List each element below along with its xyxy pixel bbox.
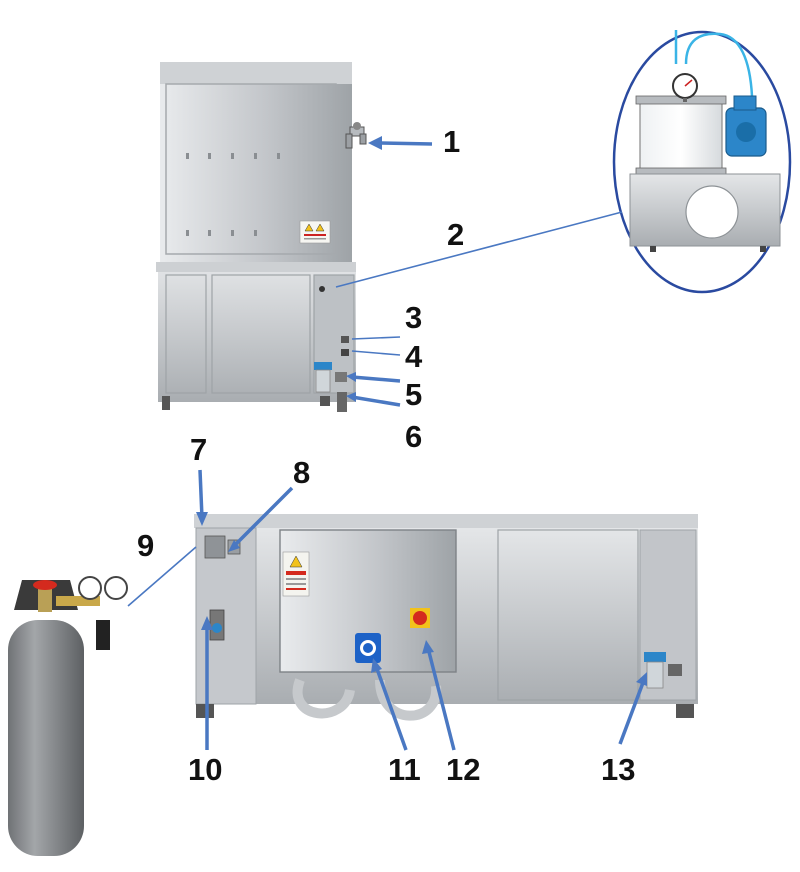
callout-labels: 1 2 3 4 5 6 7 8 9 10 11 12 13 [137,124,635,787]
pressure-gauge-icon [672,73,698,102]
hose-right [375,679,442,721]
gas-cylinder-icon [8,576,128,856]
upper-machine-photo [156,62,367,412]
tap-icon [345,122,367,149]
door-vents [186,153,280,236]
leader-9 [127,546,197,607]
emergency-stop-icon [410,608,430,628]
callout-4: 4 [405,339,423,374]
port-4 [341,349,349,356]
callout-2: 2 [447,217,464,252]
arrow-12 [426,647,456,751]
regulator-gauge-left [78,576,102,600]
right-door-panel [497,529,639,701]
arrow-1 [377,141,433,146]
foot-right [320,396,330,406]
filter-icon [314,362,332,393]
power-socket-icon [355,633,381,663]
cylinder-body [8,620,84,856]
callout-11: 11 [388,752,421,787]
callout-9: 9 [137,528,154,563]
port-5 [335,372,347,382]
arrow-6 [351,395,401,407]
arrow-5 [351,375,401,383]
foot-front-left [196,704,214,718]
hose-left [292,678,355,719]
lower-cabinet-top [156,262,356,272]
callout-7: 7 [190,432,207,467]
filter-icon [644,652,666,689]
port-3 [341,336,349,343]
gas-inlet-valve [204,535,226,559]
upper-cabinet-top [160,62,352,84]
warning-sticker-icon [299,220,331,244]
leader-3 [351,336,401,340]
callout-10: 10 [188,752,222,787]
foot-front-right [676,704,694,718]
callout-13: 13 [601,752,635,787]
electrical-warning-icon [282,551,310,597]
regulator-body [56,596,100,606]
foot-left [162,396,170,410]
port-2 [319,286,325,292]
tube-right [684,32,754,97]
arrow-8 [232,486,294,548]
right-side-fitting [668,664,682,676]
callout-3: 3 [405,300,422,335]
upper-door-panel [165,83,337,255]
callout-12: 12 [446,752,480,787]
cylinder-handwheel [33,580,57,590]
leader-4 [351,350,401,356]
vacuum-chamber [639,99,723,173]
callout-1: 1 [443,124,460,159]
cylinder-valve [38,588,52,612]
machine-top-rail [194,514,698,528]
callout-5: 5 [405,377,422,412]
arrow-11 [374,665,408,751]
leader-2 [335,211,623,288]
callout-6: 6 [405,419,422,454]
callout-8: 8 [293,455,310,490]
lower-machine-photo [194,514,698,721]
callout-arrows [127,136,647,751]
pump-motor-icon [725,95,767,157]
pump-stand-hole [685,185,739,239]
lower-panel-left [165,274,207,394]
pressure-regulator-icon [209,609,225,641]
port-6 [337,392,347,412]
arrow-7 [198,469,204,519]
vacuum-pump-inset [612,30,792,294]
arrow-13 [618,679,646,745]
lower-panel-center [211,274,311,394]
regulator-gauge-right [104,576,128,600]
regulator-knob [96,620,110,650]
